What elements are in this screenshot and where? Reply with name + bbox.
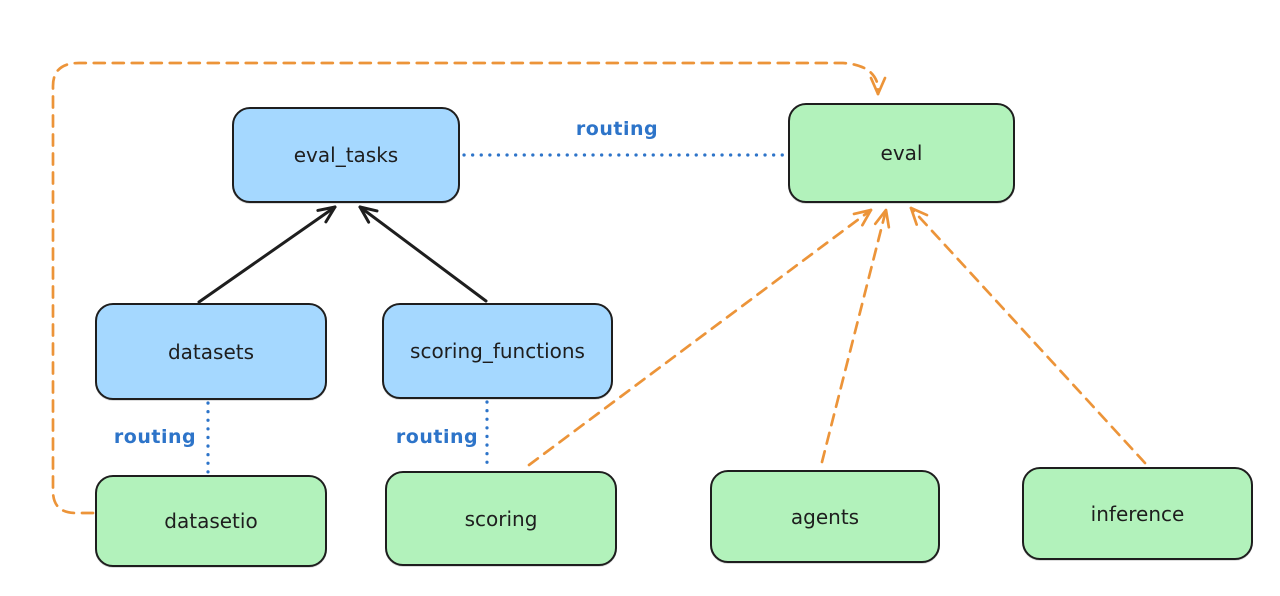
edge-inference-to-eval	[909, 206, 1147, 465]
node-datasets: datasets	[95, 303, 327, 400]
node-scoring-functions: scoring_functions	[382, 303, 613, 399]
node-eval-tasks-label: eval_tasks	[293, 143, 399, 167]
node-eval: eval	[788, 103, 1015, 203]
node-datasetio-label: datasetio	[164, 509, 258, 533]
node-scoring-label: scoring	[464, 506, 538, 531]
node-inference-label: inference	[1090, 501, 1185, 526]
node-inference: inference	[1022, 467, 1253, 560]
edge-datasets-to-eval-tasks	[197, 205, 337, 304]
edge-label-routing-datasets-datasetio: routing	[113, 426, 197, 448]
node-scoring-functions-label: scoring_functions	[410, 339, 585, 363]
node-agents: agents	[710, 470, 940, 563]
edge-scoring-to-eval	[527, 208, 873, 467]
node-scoring: scoring	[385, 471, 617, 566]
edge-scoring-functions-to-eval-tasks	[358, 205, 488, 303]
node-eval-tasks: eval_tasks	[232, 107, 460, 203]
node-eval-label: eval	[880, 141, 923, 165]
edge-label-routing-eval-tasks-eval: routing	[575, 118, 659, 140]
edge-label-routing-scoring-functions-scoring: routing	[395, 426, 479, 448]
node-datasets-label: datasets	[167, 339, 255, 364]
edge-agents-to-eval	[820, 208, 891, 464]
edge-datasetio-to-eval-around	[51, 61, 887, 515]
node-agents-label: agents	[790, 504, 860, 529]
node-datasetio: datasetio	[95, 475, 327, 567]
